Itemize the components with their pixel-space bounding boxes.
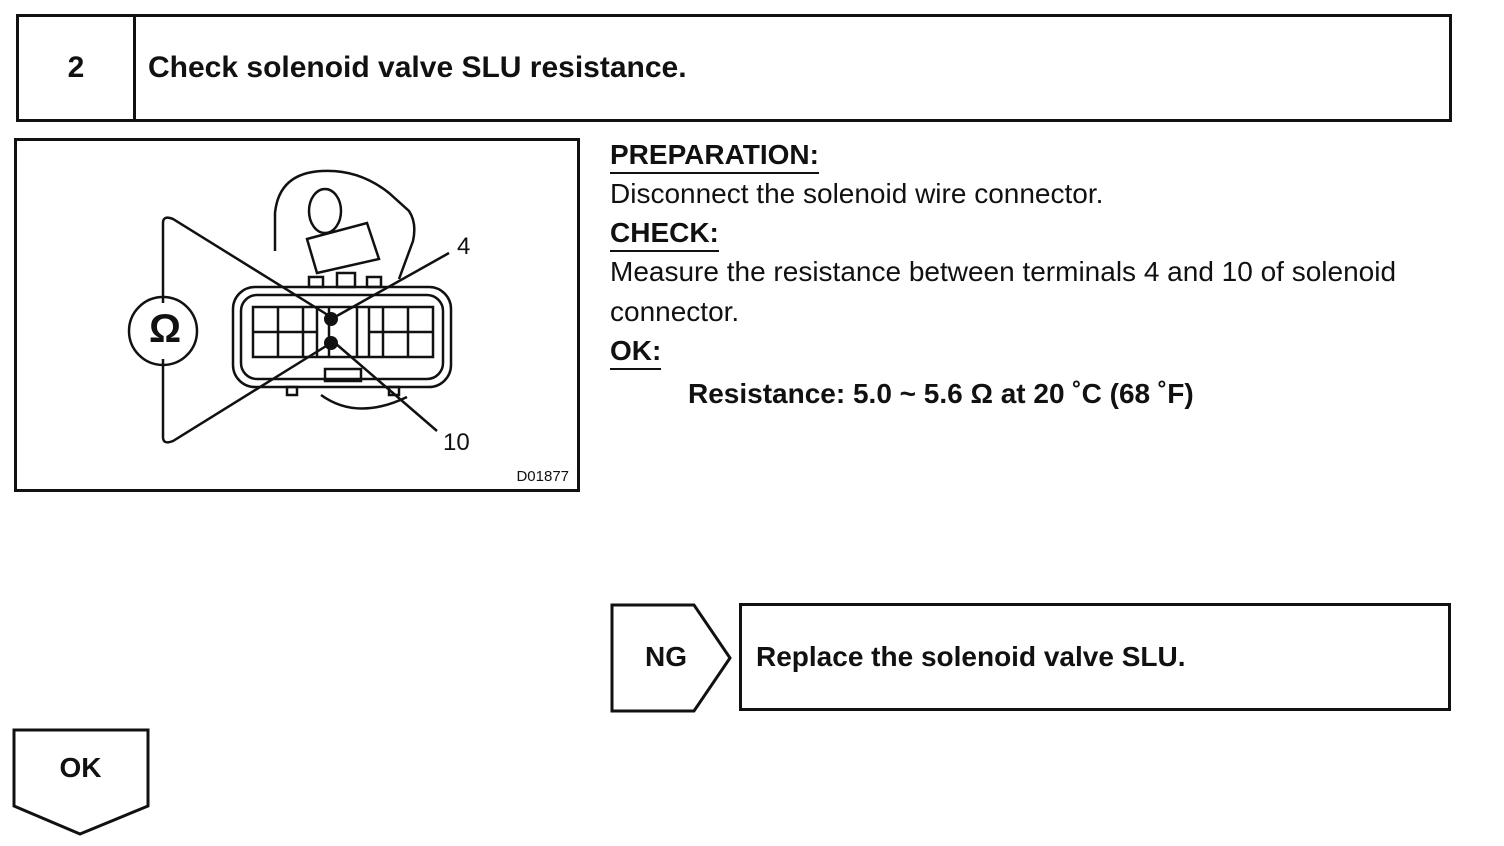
ng-action: Replace the solenoid valve SLU. [739, 603, 1451, 711]
ohmmeter-connector-diagram-icon [127, 169, 453, 444]
ok-label: OK [59, 752, 102, 783]
connector-diagram: Ω 4 10 D01877 [14, 138, 580, 492]
ng-label: NG [645, 641, 687, 672]
resistance-spec: Resistance: 5.0 ~ 5.6 Ω at 20 ˚C (68 ˚F) [688, 378, 1194, 409]
step-title: Check solenoid valve SLU resistance. [148, 51, 687, 84]
ng-branch: NG [610, 603, 734, 718]
ok-arrow-icon [12, 728, 150, 836]
ok-branch: OK [12, 728, 152, 843]
preparation-heading: PREPARATION: [610, 138, 819, 174]
terminal-label-4: 4 [457, 233, 471, 260]
instructions: PREPARATION: Disconnect the solenoid wir… [610, 136, 1480, 414]
check-heading: CHECK: [610, 216, 719, 252]
check-text: Measure the resistance between terminals… [610, 256, 1397, 327]
step-number: 2 [19, 17, 136, 119]
step-header: 2 Check solenoid valve SLU resistance. [16, 14, 1452, 122]
preparation-text: Disconnect the solenoid wire connector. [610, 178, 1104, 209]
figure-id: D01877 [516, 468, 569, 485]
ok-heading: OK: [610, 334, 662, 370]
terminal-label-10: 10 [443, 429, 470, 456]
ng-arrow-icon [610, 603, 732, 713]
ohm-symbol: Ω [148, 307, 182, 351]
